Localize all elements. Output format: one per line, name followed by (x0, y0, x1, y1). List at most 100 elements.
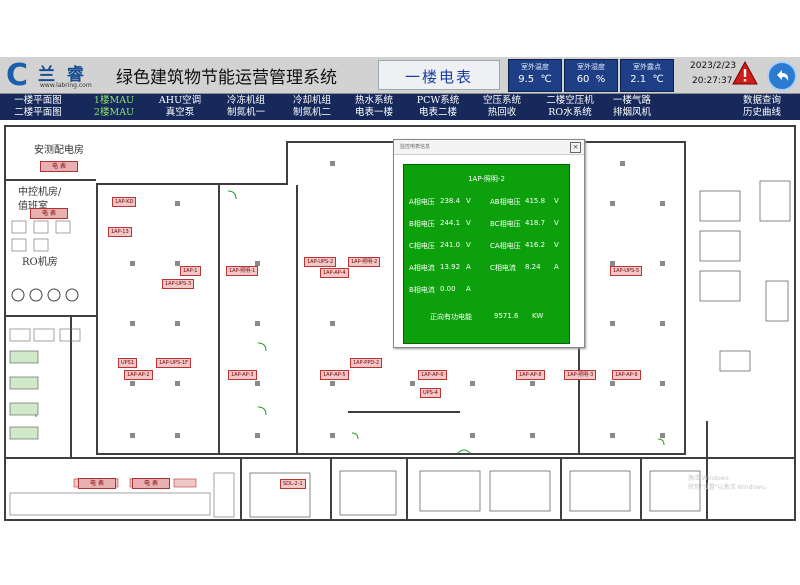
meter-tag[interactable]: 1AP-照明-3 (564, 370, 597, 380)
meter-tag[interactable]: 1AP-AP-2 (124, 370, 153, 380)
nav-heat-recovery[interactable]: 热回收 (487, 107, 517, 118)
back-button[interactable] (767, 61, 797, 91)
nav-ahu[interactable]: AHU空调 (158, 95, 202, 106)
reading-unit: V (466, 197, 471, 205)
reading-unit: V (554, 197, 559, 205)
nav-nitrogen-2[interactable]: 制氮机二 (292, 107, 331, 118)
meter-tag[interactable]: 1AP-UPS-2 (304, 257, 337, 267)
meter-tag[interactable]: 1AP-AP-9 (612, 370, 641, 380)
nav-ro-water[interactable]: RO水系统 (548, 107, 592, 118)
meter-detail-popup: 监控电表信息 × 1AP-照明-2 A相电压 238.4 V AB相电压 415… (393, 139, 585, 348)
close-icon[interactable]: × (570, 142, 581, 153)
system-title: 绿色建筑物节能运营管理系统 (116, 68, 337, 88)
meter-tag[interactable]: 1AP-照明-1 (226, 266, 259, 276)
wall (6, 457, 796, 459)
meter-tag[interactable]: 1AP-AP-5 (320, 370, 349, 380)
reading-label: B相电流 (409, 286, 435, 294)
meter-tag[interactable]: 1AP-UPS-3 (162, 279, 195, 289)
nav-floor2-mau[interactable]: 2楼MAU (93, 107, 135, 118)
sensor-outdoor-dewpoint: 室外露点 2.1 ℃ (620, 59, 674, 92)
nav-floor1-gas[interactable]: 一楼气路 (612, 95, 651, 106)
current-time: 20:27:37 (692, 76, 733, 86)
sensor-label: 室外露点 (633, 63, 661, 71)
popup-titlebar[interactable]: 监控电表信息 × (394, 140, 584, 155)
nav-chiller[interactable]: 冷冻机组 (226, 95, 265, 106)
company-logo: C 兰 睿 www.labring.com (4, 57, 112, 93)
nav-pcw[interactable]: PCW系统 (416, 95, 460, 106)
wall (330, 459, 332, 519)
nav-cooling[interactable]: 冷却机组 (292, 95, 331, 106)
meter-tag[interactable]: 1AP-AP-8 (516, 370, 545, 380)
reading-value: 241.0 (440, 241, 461, 249)
meter-tag[interactable]: 1AP-KD (112, 197, 137, 207)
meter-tag[interactable]: UPS-4 (420, 388, 441, 398)
electric-meter-button[interactable]: 电 表 (30, 208, 68, 219)
datetime: 2023/2/23 20:27:37 (690, 59, 742, 90)
meter-readings-panel: 1AP-照明-2 A相电压 238.4 V AB相电压 415.8 V B相电压… (403, 164, 570, 344)
alarm-warning-icon[interactable] (732, 60, 758, 86)
wall (4, 519, 796, 521)
reading-unit: V (466, 219, 471, 227)
sensor-label: 室外温度 (521, 63, 549, 71)
wall (296, 185, 298, 453)
wall (348, 411, 460, 413)
energy-unit: KW (532, 312, 544, 320)
nav-air-compressor[interactable]: 空压系统 (482, 95, 521, 106)
reading-value: 416.2 (525, 241, 546, 249)
nav-hot-water[interactable]: 热水系统 (354, 95, 393, 106)
meter-tag[interactable]: SDL-2-1 (280, 479, 306, 489)
electric-meter-button[interactable]: 电 表 (40, 161, 78, 172)
meter-tag[interactable]: 1AP-UPS-5 (610, 266, 643, 276)
wall (96, 453, 686, 455)
nav-data-query[interactable]: 数据查询 (742, 95, 781, 106)
reading-value: 244.1 (440, 219, 461, 227)
nav-meter-floor1[interactable]: 电表一楼 (354, 107, 393, 118)
reading-value: 13.92 (440, 263, 461, 271)
energy-label: 正向有功电能 (430, 313, 472, 321)
reading-value: 238.4 (440, 197, 461, 205)
nav-meter-floor2[interactable]: 电表二楼 (418, 107, 457, 118)
logo-url: www.labring.com (40, 82, 92, 89)
wall (406, 459, 408, 519)
room-label-lab: 安测配电房 (34, 145, 84, 156)
wall (794, 125, 796, 521)
meter-tag[interactable]: 1AP-AP-4 (320, 268, 349, 278)
nav-floor1-plan[interactable]: 一楼平面图 (14, 95, 62, 106)
reading-unit: V (554, 219, 559, 227)
meter-tag[interactable]: 1AP-1 (180, 266, 201, 276)
wall (6, 179, 96, 181)
sensor-value: 2.1 ℃ (630, 74, 664, 85)
nav-floor1-mau[interactable]: 1楼MAU (93, 95, 135, 106)
reading-unit: A (466, 285, 471, 293)
energy-value: 9571.6 (494, 312, 519, 320)
meter-tag[interactable]: 1AP-UPS-1F (156, 358, 192, 368)
wall (6, 315, 96, 317)
floor-title: 一楼电表 (404, 68, 473, 86)
room-label-ro: RO机房 (22, 257, 58, 268)
nav-floor2-compressor[interactable]: 二楼空压机 (546, 95, 594, 106)
meter-tag[interactable]: 1AP-照明-2 (348, 257, 381, 267)
nav-nitrogen-1[interactable]: 制氮机一 (226, 107, 265, 118)
meter-tag[interactable]: 1AP-13 (108, 227, 132, 237)
meter-tag[interactable]: 1AP-PPD-2 (350, 358, 383, 368)
watermark-line: 激活 Windows (688, 475, 729, 482)
nav-vacuum-pump[interactable]: 真空泵 (165, 107, 195, 118)
reading-unit: A (554, 263, 559, 271)
sensor-label: 室外湿度 (577, 63, 605, 71)
reading-label: A相电压 (409, 198, 435, 206)
nav-floor2-plan[interactable]: 二楼平面图 (14, 107, 62, 118)
electric-meter-button[interactable]: 电 表 (78, 478, 116, 489)
reading-label: AB相电压 (490, 198, 521, 206)
wall (4, 125, 6, 521)
nav-history-curve[interactable]: 历史曲线 (742, 107, 781, 118)
meter-tag[interactable]: 1AP-AP-3 (228, 370, 257, 380)
reading-label: B相电压 (409, 220, 435, 228)
return-arrow-icon (777, 70, 789, 81)
wall (560, 459, 562, 519)
meter-tag[interactable]: 1AP-AP-6 (418, 370, 447, 380)
meter-tag[interactable]: UPS1 (118, 358, 138, 368)
wall (706, 421, 708, 519)
reading-label: C相电流 (490, 264, 516, 272)
electric-meter-button[interactable]: 电 表 (132, 478, 170, 489)
nav-smoke-fan[interactable]: 排烟风机 (612, 107, 651, 118)
